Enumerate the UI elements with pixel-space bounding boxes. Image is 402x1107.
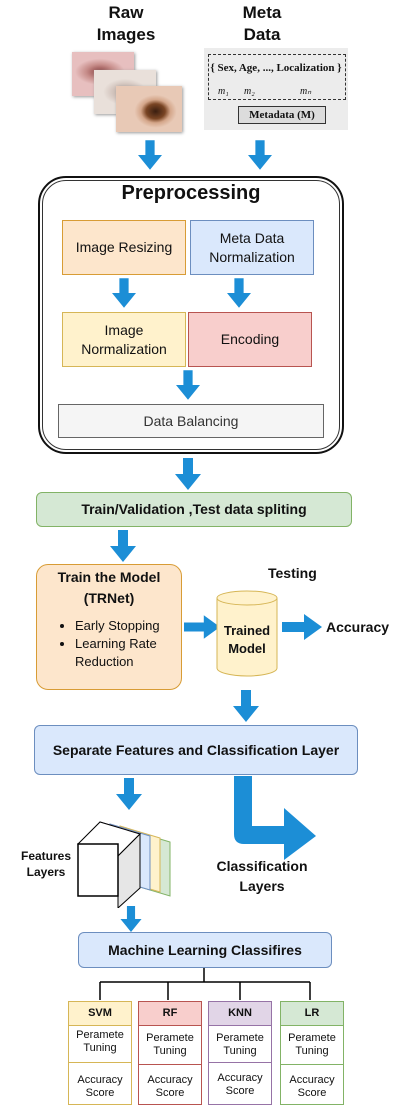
- classifier-lr-score: Accuracy Score: [289, 1074, 335, 1099]
- features-layers-label: Features Layers: [20, 849, 72, 879]
- arrow-split-to-train: [110, 530, 136, 562]
- classifier-rf-score: Accuracy Score: [147, 1074, 193, 1099]
- raw-images-label: Raw Images: [96, 3, 156, 44]
- preprocessing-inner-frame: [42, 180, 340, 450]
- metadata-m2: m₂: [244, 86, 255, 97]
- arrow-meta-to-preprocessing: [248, 140, 272, 170]
- features-layers-stack: [77, 821, 171, 908]
- arrow-separate-to-classification: [234, 776, 316, 860]
- metadata-dashed-frame: [208, 54, 346, 100]
- accuracy-label: Accuracy: [326, 619, 390, 635]
- bullet-early-stopping: Early Stopping: [75, 617, 175, 635]
- metadata-set: { Sex, Age, ..., Localization }: [210, 62, 342, 74]
- classifier-svm: SVM Peramete Tuning Accuracy Score: [68, 1001, 132, 1105]
- train-model-box: Train the Model (TRNet) Early Stopping L…: [36, 564, 182, 690]
- skin-image-3: [116, 86, 182, 132]
- arrow-model-to-separate: [233, 690, 259, 722]
- arrow-to-accuracy: [280, 614, 324, 640]
- arrow-train-to-trained-model: [184, 614, 220, 640]
- encoding-box: Encoding: [188, 312, 312, 367]
- classifier-svm-name: SVM: [69, 1002, 131, 1026]
- raw-images-stack: [72, 52, 202, 134]
- classifier-svm-tuning: Peramete Tuning: [76, 1029, 124, 1054]
- separate-layer-box: Separate Features and Classification Lay…: [34, 725, 358, 775]
- classifier-rf-divider: [139, 1064, 201, 1065]
- metadata-m1: m₁: [218, 86, 229, 97]
- classifier-lr-divider: [281, 1064, 343, 1065]
- classifier-knn-name: KNN: [209, 1002, 271, 1026]
- classifier-svm-divider: [69, 1062, 131, 1063]
- trained-model-label: Trained Model: [223, 623, 271, 656]
- testing-label: Testing: [268, 565, 317, 581]
- image-normalization-box: Image Normalization: [62, 312, 186, 367]
- preprocessing-container: [38, 176, 344, 454]
- classifier-rf-tuning: Peramete Tuning: [146, 1032, 194, 1057]
- trained-model-cylinder: [216, 590, 278, 677]
- bullet-lr-reduction: Learning Rate Reduction: [75, 635, 175, 671]
- classifier-lr: LR Peramete Tuning Accuracy Score: [280, 1001, 344, 1105]
- ml-classifiers-box: Machine Learning Classifires: [78, 932, 332, 968]
- arrow-preprocessing-to-split: [175, 458, 201, 490]
- meta-data-label: Meta Data: [242, 3, 282, 44]
- arrow-meta-to-encoding: [227, 278, 251, 308]
- arrow-raw-to-preprocessing: [138, 140, 162, 170]
- arrow-to-data-balancing: [176, 370, 200, 400]
- image-resizing-box: Image Resizing: [62, 220, 186, 275]
- classifier-rf: RF Peramete Tuning Accuracy Score: [138, 1001, 202, 1105]
- data-balancing-box: Data Balancing: [58, 404, 324, 438]
- classifier-knn-score: Accuracy Score: [217, 1072, 263, 1097]
- arrow-resizing-to-normalization: [112, 278, 136, 308]
- arrow-separate-to-features: [116, 778, 142, 810]
- classifier-knn-tuning: Peramete Tuning: [216, 1032, 264, 1057]
- classifier-lr-name: LR: [281, 1002, 343, 1026]
- meta-normalization-box: Meta Data Normalization: [190, 220, 314, 275]
- classification-layers-label: Classification Layers: [216, 858, 308, 894]
- metadata-mn: mₙ: [300, 86, 312, 97]
- classifier-lr-tuning: Peramete Tuning: [288, 1032, 336, 1057]
- train-model-title: Train the Model (TRNet): [57, 569, 161, 606]
- metadata-panel: { Sex, Age, ..., Localization } m₁ m₂ mₙ…: [204, 48, 348, 130]
- classifier-knn-divider: [209, 1062, 271, 1063]
- train-model-bullets: Early Stopping Learning Rate Reduction: [37, 617, 175, 671]
- split-box: Train/Validation ,Test data spliting: [36, 492, 352, 527]
- preprocessing-title: Preprocessing: [121, 182, 261, 204]
- metadata-box: Metadata (M): [238, 106, 326, 124]
- classifier-connectors: [99, 968, 311, 1000]
- classifier-rf-name: RF: [139, 1002, 201, 1026]
- classifier-knn: KNN Peramete Tuning Accuracy Score: [208, 1001, 272, 1105]
- classifier-svm-score: Accuracy Score: [77, 1074, 123, 1099]
- arrow-features-to-ml: [118, 906, 144, 932]
